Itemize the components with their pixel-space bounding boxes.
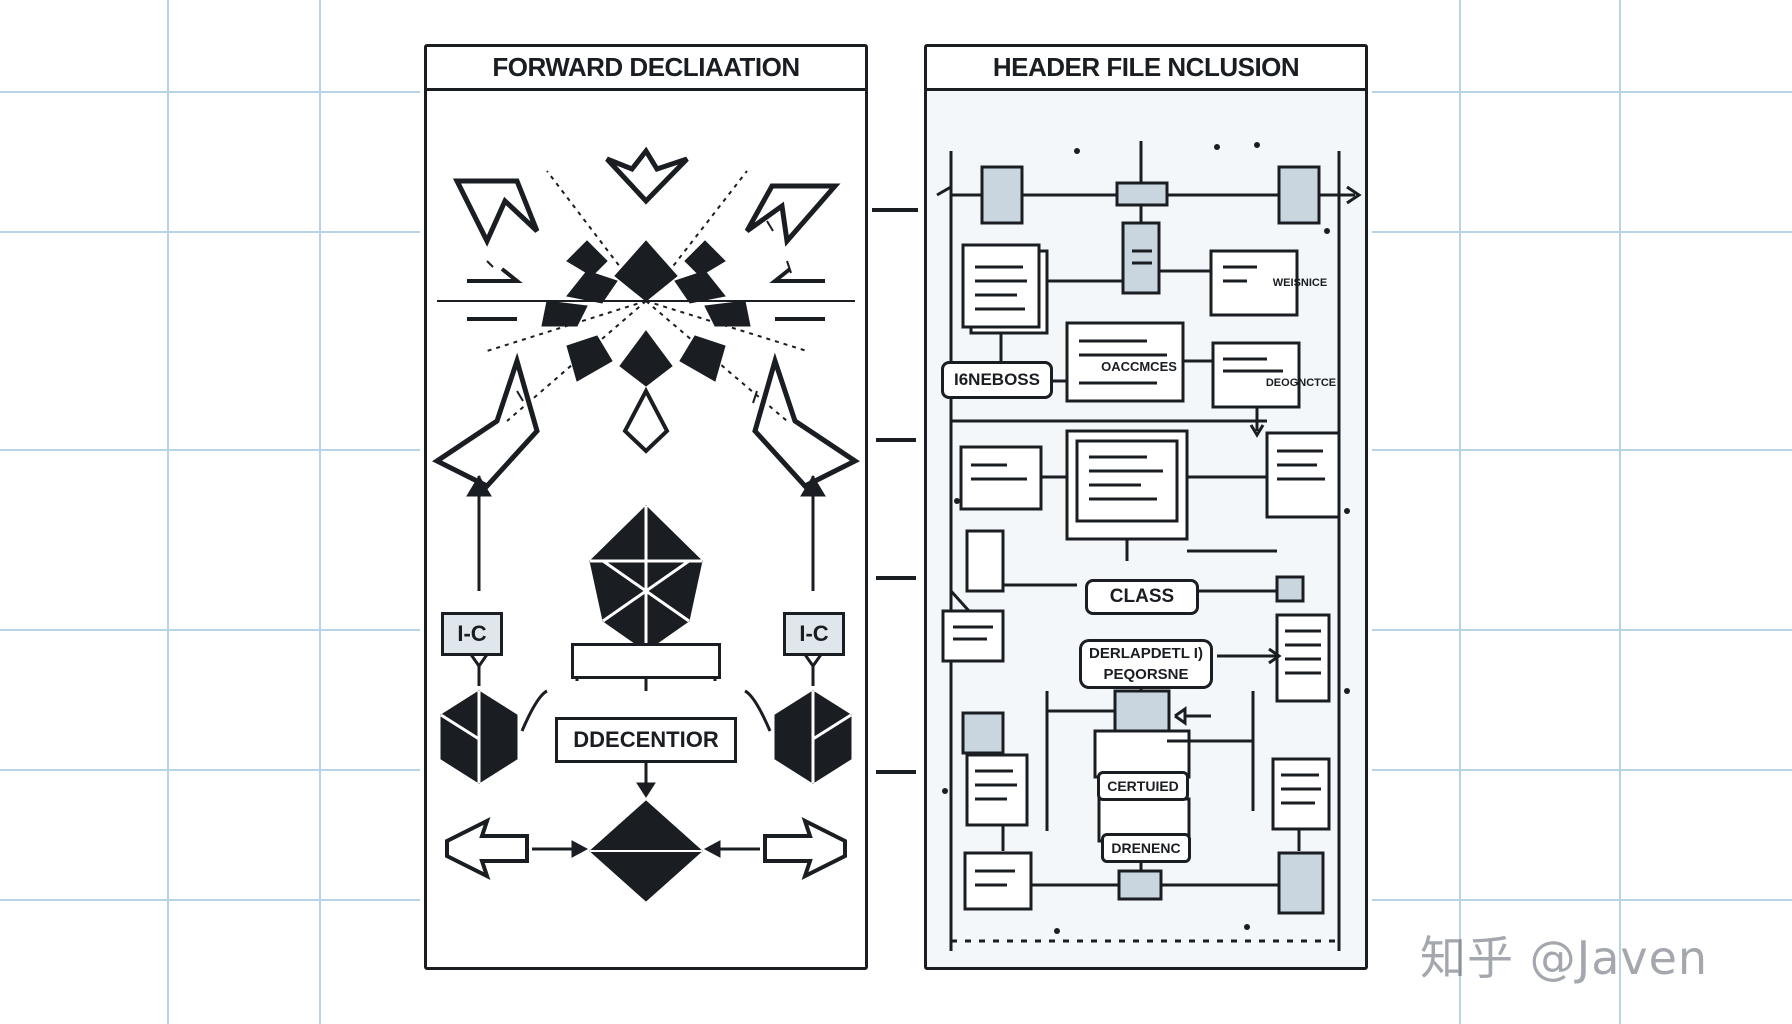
label-derlapdetl: DERLAPDETL I) — [1079, 639, 1213, 665]
center-label-box: DDECENTIOR — [555, 717, 737, 763]
panel-title: FORWARD DECLIAATION — [427, 47, 865, 91]
header-file-inclusion-panel: HEADER FILE NCLUSION — [924, 44, 1368, 970]
label-drenenc: DRENENC — [1101, 833, 1191, 863]
label-weisnice: WEISNICE — [1272, 277, 1328, 289]
label-deogncTce: DEOGNCTCE — [1265, 377, 1337, 389]
forward-declaration-panel: FORWARD DECLIAATION — [424, 44, 868, 970]
watermark: 知乎 @Javen — [1420, 931, 1709, 985]
connector-tick — [876, 770, 916, 774]
connector-tick — [876, 438, 916, 442]
connector-tick — [876, 576, 916, 580]
label-oaccmces: OACCMCES — [1101, 358, 1177, 374]
header-inclusion-flowchart — [936, 141, 1362, 951]
label-certuied: CERTUIED — [1097, 771, 1189, 801]
forward-declaration-illustration — [432, 146, 860, 902]
label-ignoss: I6NEBOSS — [941, 361, 1053, 399]
ic-box-left: I-C — [441, 612, 503, 656]
ic-box-right: I-C — [783, 612, 845, 656]
label-peqorsne: PEQORSNE — [1079, 663, 1213, 689]
label-class: CLASS — [1085, 579, 1199, 615]
blank-bar-box — [571, 643, 721, 679]
panel-title: HEADER FILE NCLUSION — [927, 47, 1365, 91]
connector-tick — [872, 208, 918, 212]
